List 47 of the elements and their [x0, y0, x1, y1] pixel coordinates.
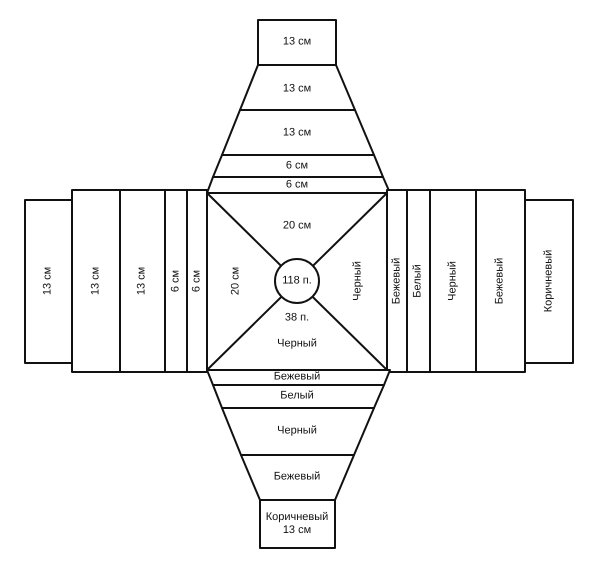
panel-label: 13 см — [282, 126, 312, 140]
panel-label: 13 см — [90, 266, 102, 296]
panel-label: Белый — [280, 390, 314, 402]
pattern-panel — [387, 190, 407, 372]
panel-label: 13 см — [282, 36, 312, 48]
pattern-panel — [241, 455, 354, 500]
panel-label: 13 см — [42, 266, 54, 296]
pattern-panel — [222, 408, 374, 455]
panel-label: Бежевый — [390, 258, 404, 304]
pattern-panel — [222, 110, 374, 155]
panel-label: Бежевый — [494, 258, 506, 304]
panel-label: 13 см — [282, 82, 312, 96]
panel-label: 6 см — [170, 270, 182, 292]
panel-label: Черный — [352, 261, 364, 301]
pattern-panel — [72, 190, 120, 372]
pattern-panel — [187, 190, 207, 372]
pattern-panel — [240, 65, 355, 110]
panel-label: 20 см — [230, 266, 242, 296]
pattern-panel — [213, 155, 383, 177]
pattern-panel — [207, 370, 390, 385]
panel-label: Бежевый — [274, 470, 320, 484]
panel-label: Бежевый — [274, 370, 320, 384]
pattern-panel — [207, 177, 390, 193]
pattern-panel — [120, 190, 165, 372]
panel-label: 13 см — [136, 266, 148, 296]
pattern-panel — [525, 200, 573, 363]
pattern-panel — [407, 190, 430, 372]
pattern-panel — [258, 20, 336, 65]
pattern-panel — [430, 190, 476, 372]
panel-label: 6 см — [286, 160, 308, 172]
pattern-panel — [260, 500, 335, 548]
pattern-panel — [213, 385, 384, 408]
pattern-panel — [25, 200, 72, 363]
pattern-panel — [476, 190, 525, 372]
panel-label: Белый — [412, 264, 424, 298]
panel-label: 6 см — [286, 178, 308, 192]
center-circle — [275, 259, 319, 303]
panel-label: 38 п. — [284, 312, 310, 324]
panel-label: Черный — [277, 424, 317, 438]
panel-label: 118 п. — [282, 274, 312, 288]
panel-label: Коричневый — [542, 250, 556, 312]
panel-label: Черный — [277, 338, 317, 350]
panel-label: Черный — [446, 261, 460, 301]
panel-label: 6 см — [190, 270, 204, 292]
pattern-panel — [165, 190, 187, 372]
panel-label: Коричневый 13 см — [264, 511, 330, 537]
panel-label: 20 см — [282, 220, 312, 232]
